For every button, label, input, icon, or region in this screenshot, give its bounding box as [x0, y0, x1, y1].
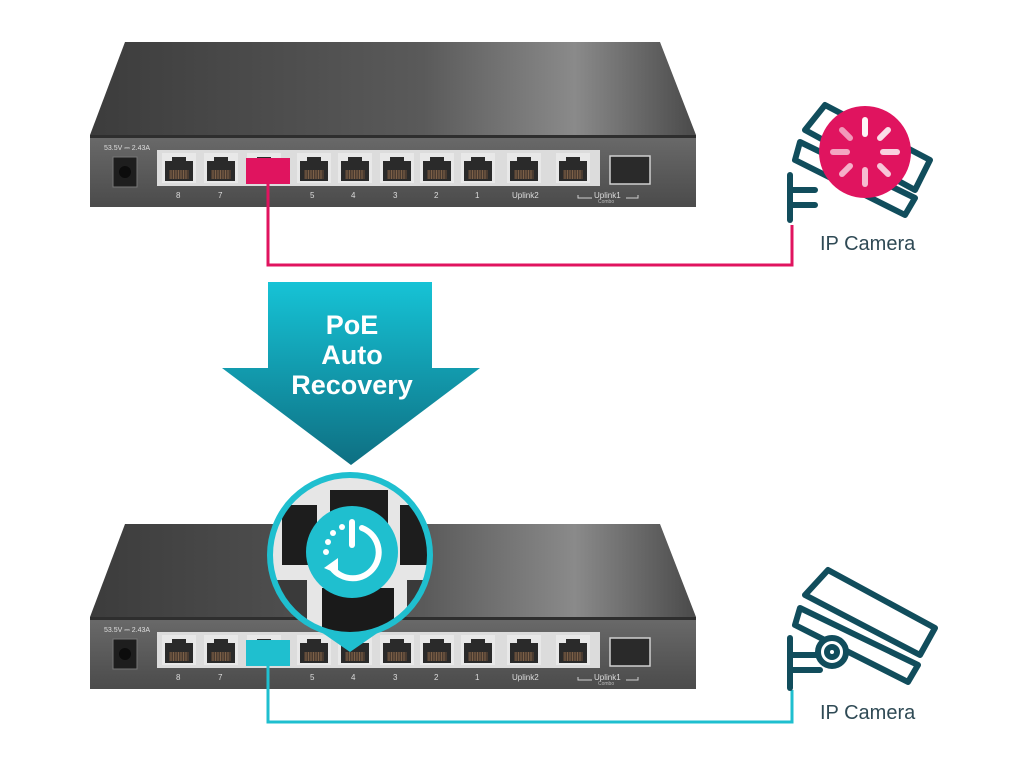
port-label-uplink2: Uplink2 — [512, 673, 539, 682]
port-label-5: 5 — [310, 673, 315, 682]
port-label-1: 1 — [475, 673, 480, 682]
port-label-uplink1-sub: Combo — [598, 681, 615, 687]
port-label-5: 5 — [310, 191, 315, 200]
cable-bottom-recovered — [266, 666, 794, 724]
arrow-line-2: Auto — [321, 340, 383, 370]
camera-top — [787, 102, 933, 223]
port-6-recovered-highlight — [246, 640, 290, 666]
port-label-3: 3 — [393, 673, 398, 682]
switch-top-lid — [90, 42, 696, 135]
camera-bottom-label: IP Camera — [820, 702, 916, 724]
power-rating-bottom: 53.5V ⎓ 2.43A — [104, 627, 151, 634]
port-label-uplink2: Uplink2 — [512, 191, 539, 200]
port-label-3: 3 — [393, 191, 398, 200]
port-label-uplink1: Uplink1 — [594, 191, 621, 200]
port-label-7: 7 — [218, 191, 223, 200]
sfp-port — [609, 637, 651, 667]
port-6-fault-highlight — [246, 158, 290, 184]
port-label-7: 7 — [218, 673, 223, 682]
port-label-8: 8 — [176, 673, 181, 682]
power-rating-top: 53.5V ⎓ 2.43A — [104, 145, 151, 152]
camera-bottom — [787, 567, 938, 691]
switch-top-body — [90, 42, 696, 207]
port-label-uplink1-sub: Combo — [598, 199, 615, 205]
camera-top-label: IP Camera — [820, 233, 916, 255]
sfp-port — [609, 155, 651, 185]
arrow-line-1: PoE — [325, 310, 379, 340]
port-label-2: 2 — [434, 191, 439, 200]
poe-auto-recovery-arrow — [222, 282, 480, 465]
magnifier-bubble — [267, 472, 433, 652]
arrow-text: PoE Auto Recovery — [222, 310, 482, 400]
port-label-uplink1: Uplink1 — [594, 673, 621, 682]
cable-top-fault — [266, 184, 794, 267]
port-label-1: 1 — [475, 191, 480, 200]
power-restart-icon — [306, 506, 398, 598]
port-label-4: 4 — [351, 673, 356, 682]
port-label-8: 8 — [176, 191, 181, 200]
port-label-2: 2 — [434, 673, 439, 682]
port-label-4: 4 — [351, 191, 356, 200]
arrow-line-3: Recovery — [291, 370, 413, 400]
camera-body-icon — [787, 567, 938, 691]
